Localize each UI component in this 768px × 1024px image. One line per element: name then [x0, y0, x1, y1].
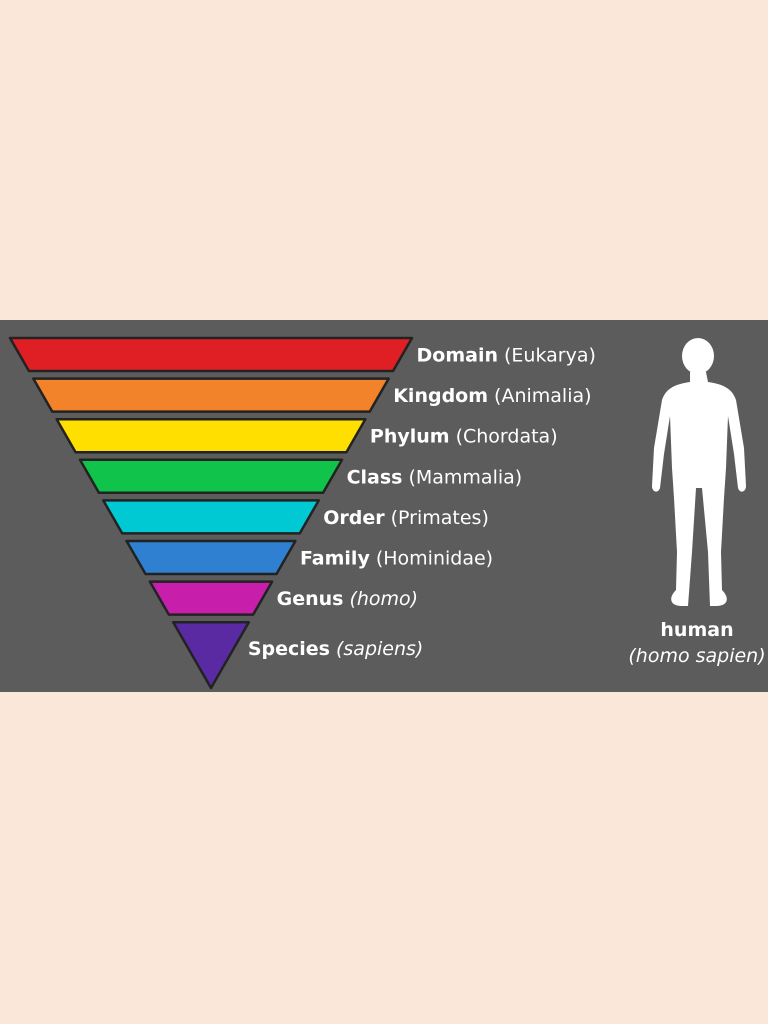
- pyramid-band-domain: [8, 336, 414, 373]
- rank-label-phylum: Phylum (Chordata): [370, 426, 558, 448]
- rank-label-family: Family(Hominidae): [300, 548, 493, 570]
- rank-name: Kingdom: [393, 385, 488, 407]
- rank-label-species: Species (sapiens): [248, 638, 424, 660]
- rank-name: Species: [248, 638, 330, 660]
- pyramid-band-class: [78, 458, 344, 495]
- pyramid-band-order: [102, 499, 320, 535]
- taxonomy-diagram: Domain (Eukarya) Kingdom (Animalia) Phylum (C…: [8, 336, 766, 690]
- taxonomy-labels: Domain (Eukarya) Kingdom (Animalia) Phylum (C…: [248, 345, 596, 661]
- pyramid-band-species: [171, 620, 251, 690]
- rank-name: Order: [323, 507, 385, 529]
- rank-example: (Chordata): [456, 426, 558, 448]
- rank-example: (Eukarya): [504, 345, 596, 367]
- rank-example: (Animalia): [494, 385, 591, 407]
- rank-label-genus: Genus(homo): [277, 588, 418, 610]
- rank-label-order: Order (Primates): [323, 507, 489, 529]
- rank-name: Domain: [417, 345, 498, 367]
- pyramid-band-family: [125, 539, 297, 576]
- taxonomy-panel: Domain (Eukarya) Kingdom (Animalia) Phylum (C…: [0, 320, 768, 692]
- rank-label-kingdom: Kingdom (Animalia): [393, 385, 591, 407]
- rank-label-class: Class(Mammalia): [347, 466, 523, 488]
- rank-example: (homo): [349, 588, 418, 610]
- rank-example: (Hominidae): [376, 548, 493, 570]
- rank-name: Phylum: [370, 426, 450, 448]
- rank-label-domain: Domain (Eukarya): [417, 345, 596, 367]
- pyramid-band-kingdom: [32, 377, 390, 413]
- pyramid-band-genus: [148, 580, 274, 616]
- rank-example: (Mammalia): [408, 466, 522, 488]
- rank-name: Family: [300, 548, 371, 570]
- rank-name: Class: [347, 466, 403, 488]
- human-label: human: [660, 619, 733, 641]
- taxonomy-pyramid: [8, 336, 414, 690]
- human-scientific-name: (homo sapien): [628, 645, 765, 667]
- rank-example: (sapiens): [336, 638, 423, 660]
- rank-example: (Primates): [391, 507, 489, 529]
- pyramid-band-phylum: [55, 417, 367, 454]
- human-silhouette-icon: [652, 338, 746, 606]
- rank-name: Genus: [277, 588, 344, 610]
